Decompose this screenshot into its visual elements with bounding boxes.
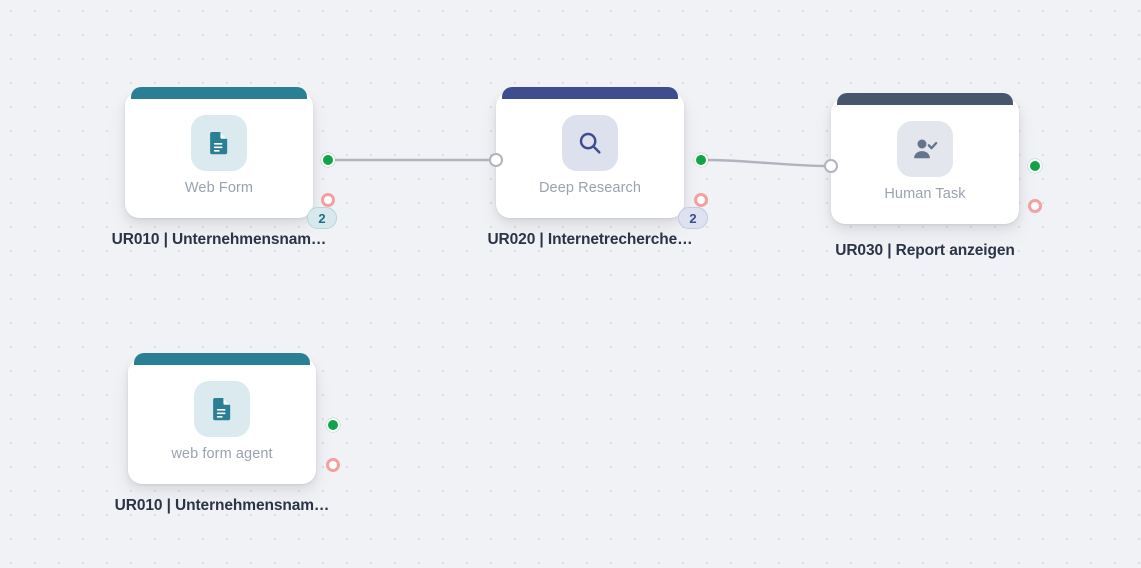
handle-success[interactable] xyxy=(326,418,340,432)
node-title: UR030 | Report anzeigen xyxy=(835,242,1015,259)
handle-target[interactable] xyxy=(489,153,503,167)
handle-success[interactable] xyxy=(694,153,708,167)
node-accent-bar xyxy=(502,87,678,99)
node-card[interactable]: Web Form 2 xyxy=(125,87,337,229)
node-human-task[interactable]: Human Task UR030 | Report anzeigen xyxy=(824,93,1042,259)
node-accent-bar xyxy=(837,93,1013,105)
handle-error[interactable] xyxy=(326,458,340,472)
node-title: UR010 | Unternehmensnam… xyxy=(114,497,330,514)
handle-success[interactable] xyxy=(321,153,335,167)
edge-deep-research-to-human-task[interactable] xyxy=(705,158,827,168)
node-icon-background xyxy=(562,114,618,171)
node-badge-count[interactable]: 2 xyxy=(307,207,337,229)
node-icon-background xyxy=(191,114,247,171)
handle-error[interactable] xyxy=(694,193,708,207)
node-type-label: Human Task xyxy=(884,185,966,202)
node-deep-research[interactable]: Deep Research 2 UR020 | Internetrecherch… xyxy=(487,87,708,248)
node-card[interactable]: web form agent xyxy=(128,353,316,484)
node-type-label: Web Form xyxy=(184,179,254,196)
node-type-label: Deep Research xyxy=(538,179,642,196)
node-web-form[interactable]: Web Form 2 UR010 | Unternehmensnam… xyxy=(112,87,337,248)
node-type-label: web form agent xyxy=(171,445,273,462)
search-icon xyxy=(579,132,601,154)
document-icon xyxy=(213,397,231,420)
node-card[interactable]: Deep Research 2 xyxy=(496,87,708,229)
handle-error[interactable] xyxy=(321,193,335,207)
handle-error[interactable] xyxy=(1028,199,1042,213)
handle-target[interactable] xyxy=(824,159,838,173)
node-title: UR020 | Internetrecherche… xyxy=(487,231,693,248)
node-web-form-agent[interactable]: web form agent UR010 | Unternehmensnam… xyxy=(115,353,340,514)
node-card[interactable]: Human Task xyxy=(831,93,1019,224)
node-badge-count[interactable]: 2 xyxy=(678,207,708,229)
node-accent-bar xyxy=(134,353,310,365)
node-icon-background xyxy=(194,380,250,437)
handle-success[interactable] xyxy=(1028,159,1042,173)
person-check-icon xyxy=(914,139,938,158)
node-icon-background xyxy=(897,120,953,177)
document-icon xyxy=(210,131,228,154)
node-title: UR010 | Unternehmensnam… xyxy=(111,231,327,248)
node-accent-bar xyxy=(131,87,307,99)
